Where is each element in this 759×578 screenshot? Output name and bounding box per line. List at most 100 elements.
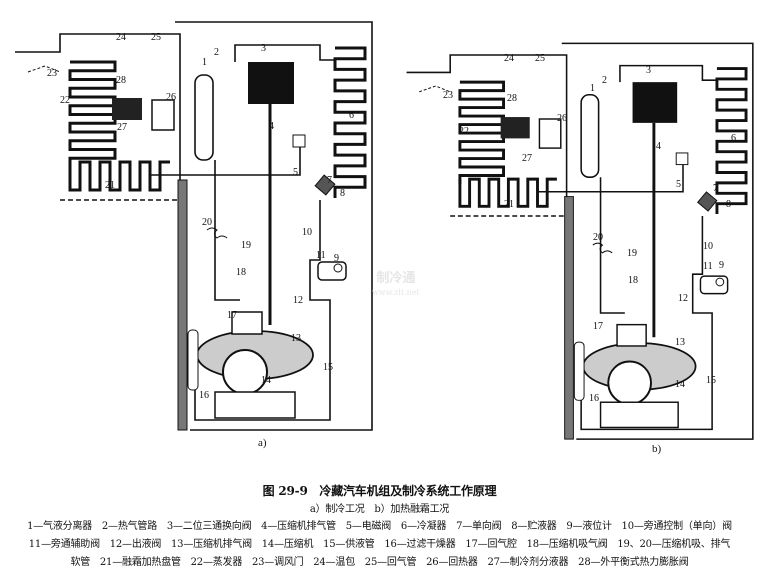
heat-exchanger (151, 99, 175, 131)
condenser-coil (333, 46, 367, 198)
flex-hose (592, 242, 613, 254)
callout-b-19: 19 (627, 248, 637, 259)
callout-b-22: 22 (459, 126, 469, 137)
suction-pipe (599, 177, 625, 314)
callout-b-21: 21 (504, 199, 514, 210)
callout-b-2: 2 (602, 75, 607, 86)
liquid-supply-pipe (194, 200, 331, 421)
callout-a-16: 16 (199, 390, 209, 401)
unit-housing (175, 21, 373, 431)
heat-exchanger (538, 118, 562, 149)
compressor-flywheel (607, 360, 652, 406)
callout-a-27: 27 (117, 122, 127, 133)
gas-liquid-separator (194, 74, 214, 161)
callout-b-20: 20 (593, 232, 603, 243)
callout-a-23: 23 (47, 68, 57, 79)
figure-subtitle: a）制冷工况 b）加热融霜工况 (309, 504, 450, 515)
callout-a-13: 13 (291, 333, 301, 344)
callout-a-18: 18 (236, 267, 246, 278)
evaporator-housing (15, 33, 181, 180)
three-way-valve (248, 62, 294, 104)
return-pipe (537, 157, 684, 193)
callout-a-17: 17 (227, 310, 237, 321)
callout-a-3: 3 (261, 43, 266, 54)
callout-b-23: 23 (443, 90, 453, 101)
callout-a-20: 20 (202, 217, 212, 228)
filter-drier (187, 329, 199, 391)
callout-a-9: 9 (334, 253, 339, 264)
receiver (317, 261, 347, 281)
legend-line-2: 11—旁通辅助阀 12—出液阀 13—压缩机排气阀 14—压缩机 15—供液管 … (28, 539, 731, 550)
callout-b-11: 11 (703, 261, 713, 272)
expansion-valve (500, 117, 530, 139)
callout-a-2: 2 (214, 47, 219, 58)
insulated-wall (564, 196, 574, 440)
hot-gas-pipe (234, 44, 335, 62)
callout-b-3: 3 (646, 65, 651, 76)
defrost-heating-coil (458, 177, 557, 208)
callout-a-28: 28 (116, 75, 126, 86)
compressor-body (214, 391, 296, 419)
watermark: 制冷通 www.zlt.net (372, 272, 420, 300)
callout-b-4: 4 (656, 141, 661, 152)
compressor-flywheel (222, 349, 268, 395)
callout-a-19: 19 (241, 240, 251, 251)
callout-b-7: 7 (713, 183, 718, 194)
callout-a-1: 1 (202, 57, 207, 68)
return-pipe (150, 140, 301, 176)
diagram-panel-b (406, 42, 754, 440)
callout-b-26: 26 (557, 113, 567, 124)
callout-b-9: 9 (719, 260, 724, 271)
callout-a-14: 14 (261, 375, 271, 386)
callout-a-10: 10 (302, 227, 312, 238)
suction-pipe (214, 160, 240, 301)
air-damper (418, 85, 451, 93)
callout-b-15: 15 (706, 375, 716, 386)
watermark-name: 制冷通 (376, 271, 416, 286)
level-gauge (333, 263, 343, 273)
three-way-valve (632, 82, 678, 123)
callout-a-4: 4 (269, 121, 274, 132)
level-gauge (715, 277, 725, 287)
receiver (699, 275, 729, 295)
callout-a-24: 24 (116, 32, 126, 43)
insulated-wall (177, 179, 188, 431)
hot-gas-pipe (619, 64, 717, 83)
callout-b-10: 10 (703, 241, 713, 252)
figure-title: 图 29-9 冷藏汽车机组及制冷系统工作原理 (262, 484, 497, 498)
legend-line-3: 软管 21—融霜加热盘管 22—蒸发器 23—调风门 24—温包 25—回气管 … (70, 557, 689, 568)
solenoid-valve (675, 152, 689, 166)
callout-b-1: 1 (590, 83, 595, 94)
callout-b-28: 28 (507, 93, 517, 104)
panel-b-label: b) (652, 443, 662, 455)
air-damper (27, 65, 61, 73)
watermark-url: www.zlt.net (372, 288, 420, 297)
callout-b-18: 18 (628, 275, 638, 286)
callout-b-12: 12 (678, 293, 688, 304)
defrost-heating-coil (68, 160, 170, 192)
callout-b-17: 17 (593, 321, 603, 332)
condenser-coil (715, 67, 748, 215)
callout-b-13: 13 (675, 337, 685, 348)
callout-a-7: 7 (327, 175, 332, 186)
callout-a-22: 22 (60, 95, 70, 106)
callout-b-14: 14 (675, 379, 685, 390)
unit-housing (561, 42, 754, 440)
callout-b-25: 25 (535, 53, 545, 64)
compressor-body (599, 401, 679, 429)
liquid-supply-pipe (580, 216, 713, 431)
gas-liquid-separator (580, 93, 600, 178)
callout-a-8: 8 (340, 188, 345, 199)
solenoid-valve (292, 134, 306, 148)
flex-hose (206, 227, 228, 239)
callout-b-16: 16 (589, 393, 599, 404)
evaporator-housing (406, 54, 568, 197)
filter-drier (573, 341, 585, 401)
check-valve (314, 174, 336, 196)
callout-a-11: 11 (316, 250, 326, 261)
callout-a-15: 15 (323, 362, 333, 373)
callout-b-6: 6 (731, 133, 736, 144)
evaporator-coil (458, 80, 506, 184)
callout-a-5: 5 (293, 167, 298, 178)
